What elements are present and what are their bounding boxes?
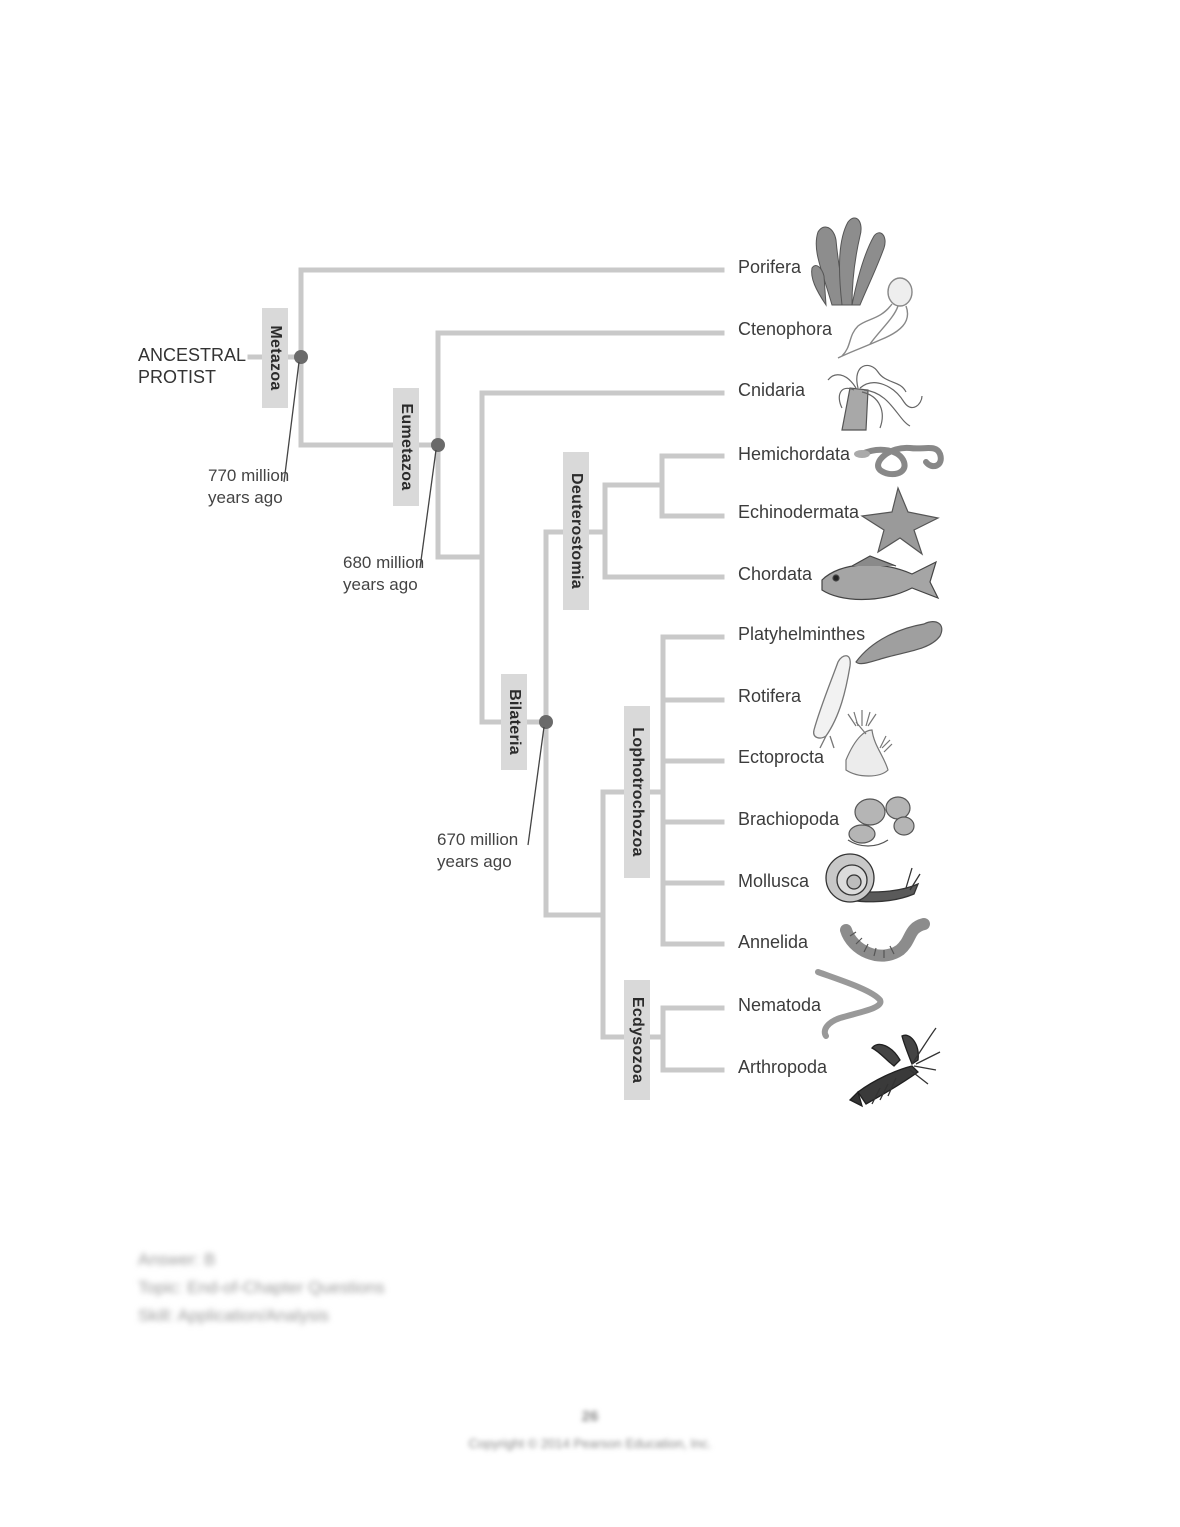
lobster-icon bbox=[848, 1027, 941, 1108]
page-number: 26 bbox=[581, 1408, 599, 1425]
earthworm-segments-icon bbox=[849, 931, 895, 958]
clade-metazoa-box: Metazoa bbox=[262, 308, 288, 408]
copyright: Copyright © 2014 Pearson Education, Inc. bbox=[468, 1436, 712, 1451]
clade-lophotrochozoa-box: Lophotrochozoa bbox=[624, 706, 650, 878]
taxon-hemichordata: Hemichordata bbox=[738, 444, 851, 464]
taxon-nematoda: Nematoda bbox=[738, 995, 822, 1015]
time-eumetazoa: 680 million years ago bbox=[343, 553, 425, 594]
time-metazoa: 770 million years ago bbox=[208, 466, 290, 507]
taxon-ectoprocta: Ectoprocta bbox=[738, 747, 825, 767]
taxon-porifera: Porifera bbox=[738, 257, 802, 277]
clade-metazoa-label: Metazoa bbox=[267, 325, 284, 391]
clade-eumetazoa-box: Eumetazoa bbox=[393, 388, 419, 506]
taxon-chordata: Chordata bbox=[738, 564, 813, 584]
taxon-cnidaria: Cnidaria bbox=[738, 380, 806, 400]
taxon-arthropoda: Arthropoda bbox=[738, 1057, 828, 1077]
taxon-echinodermata: Echinodermata bbox=[738, 502, 860, 522]
taxon-annelida: Annelida bbox=[738, 932, 809, 952]
taxon-rotifera: Rotifera bbox=[738, 686, 802, 706]
fish-icon bbox=[821, 555, 940, 601]
snail-icon bbox=[825, 853, 921, 903]
earthworm-icon bbox=[840, 918, 930, 962]
rotifer-icon bbox=[813, 655, 851, 749]
bryozoan-icon bbox=[845, 710, 893, 777]
acorn-worm-head-icon bbox=[854, 450, 870, 458]
taxon-ctenophora: Ctenophora bbox=[738, 319, 833, 339]
sponge-icon bbox=[811, 217, 886, 307]
clade-lophotrochozoa-label: Lophotrochozoa bbox=[629, 727, 646, 857]
clade-ecdysozoa-label: Ecdysozoa bbox=[629, 996, 646, 1084]
eumetazoa-node bbox=[431, 438, 445, 452]
clade-eumetazoa-label: Eumetazoa bbox=[398, 403, 415, 491]
anemone-icon bbox=[827, 364, 923, 431]
clade-deuterostomia-label: Deuterostomia bbox=[568, 473, 585, 589]
taxon-mollusca: Mollusca bbox=[738, 871, 810, 891]
flatworm-icon bbox=[855, 621, 943, 665]
metazoa-node bbox=[294, 350, 308, 364]
comb-jelly-icon bbox=[837, 277, 913, 359]
roundworm-icon bbox=[815, 969, 884, 1039]
taxon-platyhelminthes: Platyhelminthes bbox=[738, 624, 866, 644]
acorn-worm-icon bbox=[859, 444, 944, 478]
clade-bilateria-label: Bilateria bbox=[506, 689, 523, 755]
clade-bilateria-box: Bilateria bbox=[501, 674, 527, 770]
clade-ecdysozoa-box: Ecdysozoa bbox=[624, 980, 650, 1100]
brachiopod-icon bbox=[847, 796, 915, 847]
footer-topic: Topic: End-of-Chapter Questions bbox=[138, 1278, 385, 1297]
root-label: ANCESTRAL PROTIST bbox=[138, 345, 247, 387]
footer-answer: Answer: B bbox=[138, 1250, 216, 1269]
clade-deuterostomia-box: Deuterostomia bbox=[563, 452, 589, 610]
time-bilateria: 670 million years ago bbox=[437, 830, 519, 871]
taxon-brachiopoda: Brachiopoda bbox=[738, 809, 840, 829]
sea-star-icon bbox=[860, 486, 940, 556]
footer-skill: Skill: Application/Analysis bbox=[138, 1306, 329, 1325]
bilateria-node bbox=[539, 715, 553, 729]
